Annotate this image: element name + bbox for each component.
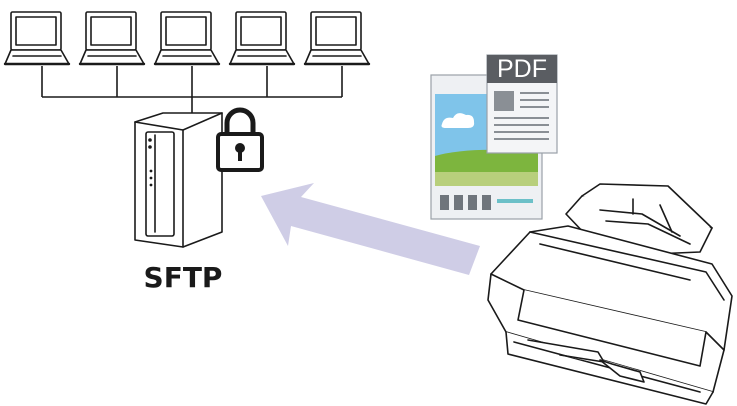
laptop-icon <box>78 11 146 66</box>
network-lines <box>41 66 343 113</box>
pdf-badge-label: PDF <box>497 55 547 83</box>
cloud-icon <box>441 113 475 128</box>
laptop-icon <box>3 11 71 66</box>
transfer-arrow <box>261 183 480 275</box>
server-icon <box>134 112 223 248</box>
scanned-document: PDF <box>430 54 558 220</box>
accent-bar <box>497 199 533 203</box>
lock-icon <box>216 107 264 172</box>
server-label: SFTP <box>144 261 223 294</box>
laptop-icon <box>228 11 296 66</box>
pdf-text-lines <box>494 92 549 140</box>
photo-ground <box>435 172 538 186</box>
photo-grass <box>435 149 538 172</box>
thumbnail-strip <box>440 195 491 210</box>
scanner-icon <box>487 183 733 405</box>
pdf-badge <box>487 55 557 83</box>
laptop-icon <box>303 11 371 66</box>
pdf-image-block <box>494 91 514 111</box>
laptop-group <box>3 11 371 66</box>
laptop-icon <box>153 11 221 66</box>
